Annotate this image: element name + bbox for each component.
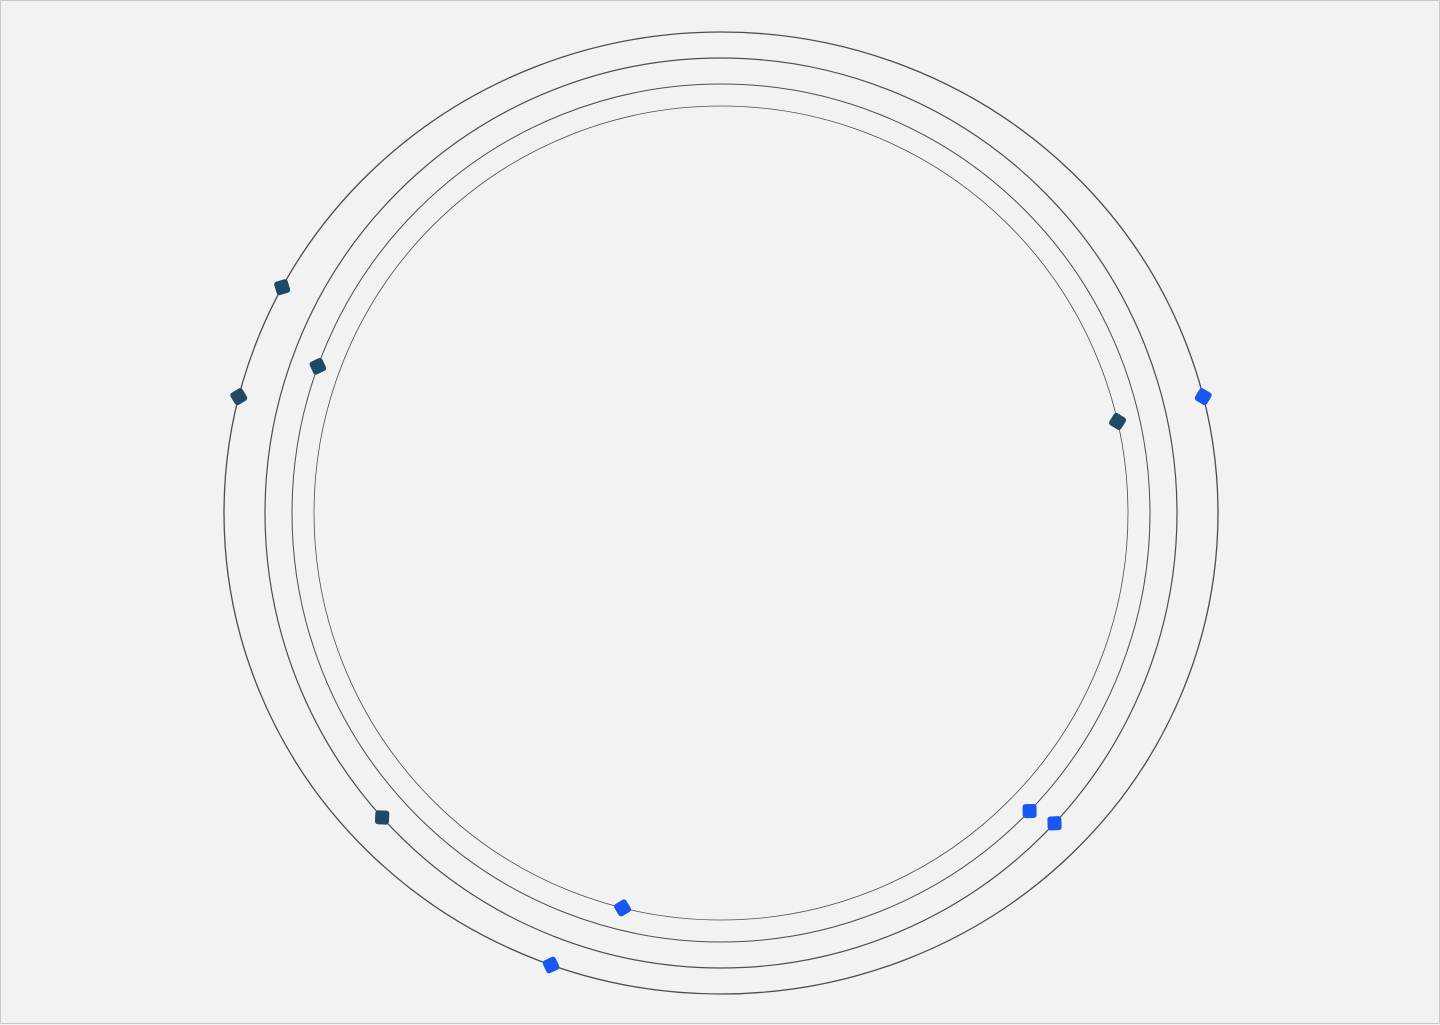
ring-1-node-4[interactable] xyxy=(542,956,561,975)
ring-1 xyxy=(223,31,1219,995)
ring-2-node-1[interactable] xyxy=(374,810,390,825)
ring-4-node-1[interactable] xyxy=(1108,412,1127,431)
ring-1-node-2[interactable] xyxy=(229,387,248,406)
ring-3-node-2[interactable] xyxy=(1022,803,1037,819)
node-layer xyxy=(229,278,1213,975)
ring-1-node-1[interactable] xyxy=(273,278,291,296)
ring-2 xyxy=(264,57,1178,969)
ring-1-node-3[interactable] xyxy=(1194,387,1213,406)
ring-2-node-2[interactable] xyxy=(1047,816,1062,831)
ring-layer xyxy=(223,31,1219,995)
ring-3-node-1[interactable] xyxy=(309,357,328,376)
ring-3 xyxy=(291,83,1151,943)
ring-4 xyxy=(313,105,1129,921)
ring-4-node-2[interactable] xyxy=(613,898,632,917)
